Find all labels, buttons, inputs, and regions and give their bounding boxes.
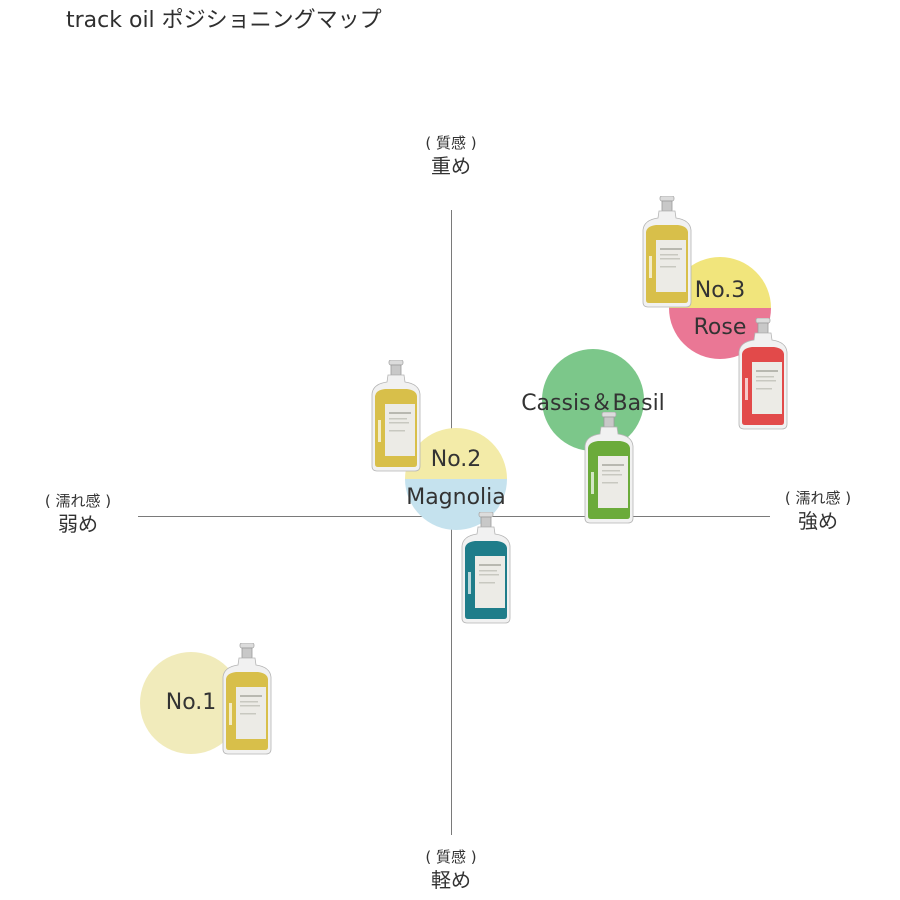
bottle-cassis-green	[584, 412, 634, 524]
product-label-no1: No.1	[165, 690, 217, 715]
axis-label-right-main: 強め	[798, 509, 838, 533]
page-title: track oil ポジショニングマップ	[66, 8, 382, 33]
product-label-rose: Rose	[693, 315, 747, 340]
axis-label-bottom-sub: ( 質感 )	[425, 848, 477, 866]
axis-label-left-sub: ( 濡れ感 )	[44, 492, 112, 510]
bottle-no3-red	[738, 318, 788, 430]
axis-label-top-main: 重め	[431, 154, 471, 178]
product-label-cassis-basil: Cassis＆Basil	[521, 391, 665, 416]
axis-label-left-main: 弱め	[58, 512, 98, 536]
product-circle-no2	[405, 428, 507, 530]
product-label-no2: No.2	[430, 447, 482, 472]
product-circle-no2-top	[405, 428, 507, 479]
product-label-magnolia: Magnolia	[406, 485, 506, 510]
axis-label-bottom: ( 質感 ) 軽め	[410, 847, 492, 893]
product-label-no3: No.3	[694, 278, 746, 303]
axis-label-left: ( 濡れ感 ) 弱め	[30, 491, 126, 537]
axis-label-right: ( 濡れ感 ) 強め	[768, 488, 868, 534]
axis-label-right-sub: ( 濡れ感 )	[784, 489, 852, 507]
axis-label-bottom-main: 軽め	[431, 868, 471, 892]
bottle-no3-gold	[642, 196, 692, 308]
axis-label-top: ( 質感 ) 重め	[410, 133, 492, 179]
bottle-no1-gold	[222, 643, 272, 755]
product-circle-cassis	[542, 349, 644, 451]
bottle-magnolia-teal	[461, 512, 511, 624]
bottle-no2-gold	[371, 360, 421, 472]
axis-label-top-sub: ( 質感 )	[425, 134, 477, 152]
